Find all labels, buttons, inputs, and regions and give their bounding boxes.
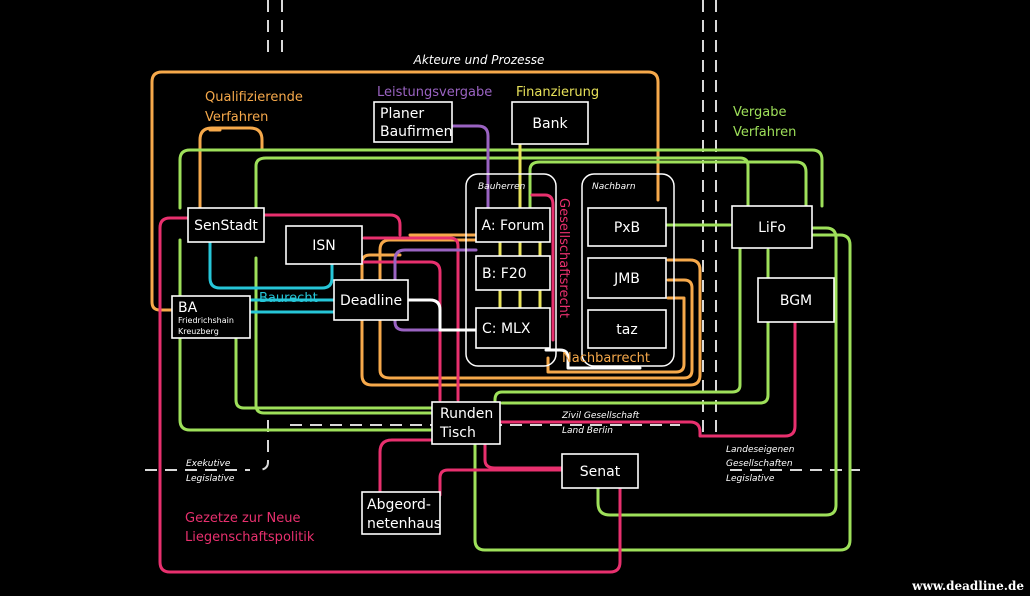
green-line-ba-runden — [234, 336, 434, 410]
pink-line-runden-senat — [483, 443, 567, 470]
label-leistungsvergabe: Leistungsvergabe — [377, 85, 492, 100]
label-baurecht: Baurecht — [259, 291, 318, 306]
node-mlx-label: C: MLX — [482, 321, 531, 337]
node-bank-label: Bank — [532, 116, 568, 132]
label-finanzierung: Finanzierung — [516, 85, 599, 100]
label-gesetze-line1: Gezetze zur Neue — [185, 511, 300, 526]
yellow-connections — [498, 143, 542, 310]
nachbarn-group-frame — [581, 173, 675, 367]
white-connections — [406, 298, 642, 370]
node-abgeord-label-2: netenhaus — [367, 516, 441, 532]
node-taz[interactable]: taz — [587, 309, 667, 349]
pink-line-abgeord-senat — [438, 468, 564, 497]
separator-left-curve — [257, 420, 269, 471]
cyan-line-senstadt-isn — [208, 238, 334, 290]
green-connections — [178, 148, 852, 552]
annotation-land: Land Berlin — [562, 426, 613, 436]
orange-line-forum-jmb — [378, 238, 694, 380]
node-ba-sub2: Kreuzberg — [178, 327, 219, 336]
yellow-line-f20-mlx — [498, 288, 542, 310]
pink-line-senstadt-isn — [260, 213, 402, 237]
node-taz-label: taz — [616, 322, 637, 338]
node-senstadt-label: SenStadt — [194, 218, 258, 234]
label-nachbarrecht: Nachbarrecht — [562, 351, 650, 366]
annotation-landeseigenen: Landeseigenen — [726, 445, 795, 455]
node-ba[interactable]: BA Friedrichshain Kreuzberg — [171, 295, 251, 339]
node-lifo-label: LiFo — [758, 220, 786, 236]
node-ba-label: BA — [178, 300, 198, 316]
dashed-separators — [145, 0, 860, 471]
white-line-deadline-mlx — [406, 298, 478, 332]
node-f20[interactable]: B: F20 — [475, 255, 551, 291]
node-deadline[interactable]: Deadline — [333, 279, 409, 321]
node-planer-baufirmen[interactable]: Planer Baufirmen — [373, 101, 453, 143]
label-bauherren: Bauherren — [478, 182, 526, 192]
node-forum-label: A: Forum — [482, 218, 545, 234]
orange-line-senstadt — [198, 126, 264, 210]
node-forum[interactable]: A: Forum — [475, 207, 551, 243]
annotation-legislative-left: Legislative — [186, 474, 235, 484]
diagram-title: Akteure und Prozesse — [413, 53, 545, 67]
node-abgeordnetenhaus[interactable]: Abgeord- netenhaus — [361, 491, 441, 535]
annotation-legislative-right: Legislative — [726, 474, 775, 484]
node-ba-sub1: Friedrichshain — [178, 316, 234, 325]
node-mlx[interactable]: C: MLX — [475, 307, 551, 349]
watermark: www.deadline.de — [911, 579, 1024, 593]
orange-connections — [150, 70, 702, 387]
node-isn-label: ISN — [312, 238, 336, 254]
label-nachbarn: Nachbarn — [592, 182, 636, 192]
orange-line-deadline-jmb — [360, 253, 702, 387]
pink-line-runden-abgeord — [378, 438, 434, 497]
node-abgeord-label-1: Abgeord- — [367, 497, 431, 513]
green-line-isn-runden — [254, 256, 434, 415]
annotation-exekutive: Exekutive — [186, 459, 231, 469]
node-pxb-label: PxB — [614, 220, 640, 236]
green-line-lifo-runden-2 — [500, 248, 770, 405]
green-line-lifo-runden-outer — [473, 233, 852, 552]
node-planer-label: Planer — [380, 106, 424, 122]
pink-line-gesellschaftsrecht — [530, 193, 555, 342]
node-pxb[interactable]: PxB — [587, 207, 667, 247]
label-qualifizierende: Qualifizierende — [205, 90, 303, 105]
label-gesellschaftsrecht: Gesellschaftsrecht — [556, 198, 571, 318]
node-bgm[interactable]: BGM — [757, 277, 835, 323]
node-f20-label: B: F20 — [482, 266, 527, 282]
label-verfahren-left: Verfahren — [205, 110, 268, 125]
pink-line-isn-runden-2 — [362, 236, 460, 402]
label-vergabe-verfahren: Verfahren — [733, 125, 796, 140]
node-lifo[interactable]: LiFo — [731, 205, 813, 249]
orange-line-outer — [150, 70, 660, 312]
pink-line-runden-bgm — [498, 320, 797, 438]
pink-connections — [158, 193, 797, 574]
bauherren-group-frame — [465, 173, 557, 367]
node-runden-label: Runden — [440, 406, 493, 422]
node-deadline-label: Deadline — [340, 293, 402, 309]
label-vergabe: Vergabe — [733, 105, 786, 120]
green-line-lifo-senat — [596, 226, 838, 517]
node-tisch-label: Tisch — [439, 425, 476, 441]
pink-line-outer — [158, 216, 622, 574]
node-senat-label: Senat — [580, 464, 621, 480]
green-line-forum-lifo — [528, 160, 808, 210]
node-jmb-label: JMB — [613, 271, 640, 287]
label-gesetze-line2: Liegenschaftspolitik — [185, 530, 315, 545]
node-isn[interactable]: ISN — [285, 225, 363, 265]
node-senstadt[interactable]: SenStadt — [187, 207, 265, 243]
pink-line-isn-runden — [340, 260, 442, 402]
annotation-zivil: Zivil Gesellschaft — [561, 411, 640, 421]
yellow-line-forum-f20 — [498, 240, 542, 257]
white-line-mlx-nachbarn — [544, 348, 642, 370]
green-line-top — [178, 148, 824, 210]
orange-line-mlx-jmb — [546, 296, 686, 374]
purple-line-planer-forum — [450, 124, 490, 210]
annotation-gesellschaften: Gesellschaften — [726, 459, 793, 469]
node-jmb[interactable]: JMB — [587, 257, 667, 299]
node-senat[interactable]: Senat — [561, 453, 639, 489]
node-baufirmen-label: Baufirmen — [380, 124, 453, 140]
node-bgm-label: BGM — [780, 293, 812, 309]
node-bank[interactable]: Bank — [511, 101, 589, 145]
green-line-senstadt-runden — [178, 238, 434, 432]
node-runden-tisch[interactable]: Runden Tisch — [431, 401, 501, 445]
